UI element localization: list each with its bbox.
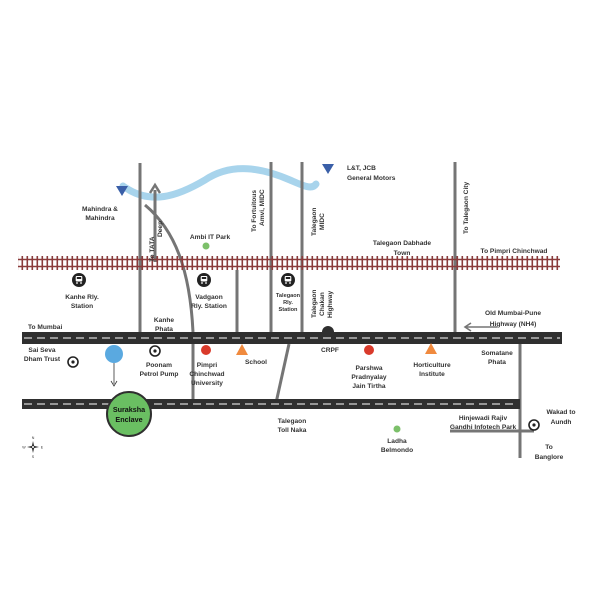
- label-talegaon-dabhade-2: Town: [394, 250, 411, 257]
- label-wakad-2: Aundh: [551, 419, 572, 426]
- label-ambi-it-park: Ambi IT Park: [190, 234, 231, 241]
- label-pimpri-univ-1: Pimpri: [197, 362, 218, 369]
- label-talegaon-station-2: Rly.: [283, 300, 293, 306]
- label-hinjewadi-2: Gandhi Infotech Park: [450, 424, 517, 431]
- label-talegaon-midc-1: Talegaon: [311, 208, 318, 236]
- label-vadgaon-station-2: Rly. Station: [191, 303, 227, 310]
- label-toll-naka-1: Talegaon: [278, 418, 306, 425]
- label-to-banglore-1: To: [545, 444, 553, 451]
- belmondo-dot-icon: [393, 425, 401, 433]
- it-park-dot-icon: [202, 242, 210, 250]
- label-horticulture-2: Institute: [419, 371, 445, 378]
- label-general-motors: General Motors: [347, 175, 396, 182]
- train-icon: [72, 273, 86, 287]
- label-hinjewadi-1: Hinjewadi Rajiv: [459, 415, 508, 422]
- compass-icon: [27, 441, 39, 453]
- label-lt-jcb: L&T, JCB: [347, 165, 376, 172]
- compass-south: S: [32, 455, 35, 459]
- target-icon: [67, 356, 79, 368]
- arrow-down-icon: [110, 380, 118, 387]
- label-old-highway-1: Old Mumbai-Pune: [485, 310, 541, 317]
- label-vadgaon-station-1: Vadgaon: [195, 294, 222, 301]
- label-poonam-1: Poonam: [146, 362, 172, 369]
- label-parshwa-1: Parshwa: [355, 365, 382, 372]
- train-icon: [281, 273, 295, 287]
- label-school: School: [245, 359, 267, 366]
- label-to-banglore-2: Banglore: [535, 454, 564, 461]
- label-to-tata-2: Deep: [157, 221, 164, 237]
- label-crpf: CRPF: [321, 347, 339, 354]
- target-icon: [528, 419, 540, 431]
- label-mahindra-1: Mahindra &: [82, 206, 118, 213]
- university-dot-icon: [201, 345, 211, 355]
- label-to-fortuitous-2: Amvi, MIDC: [259, 189, 266, 226]
- label-to-mumbai: To Mumbai: [28, 324, 62, 331]
- label-talegaon-station-1: Talegaon: [276, 293, 301, 299]
- railway-ties: [18, 256, 560, 270]
- label-suraksha-1: Suraksha: [113, 405, 146, 414]
- target-icon: [149, 345, 161, 357]
- compass-north: N: [32, 436, 35, 440]
- up-triangle-icon: [425, 343, 437, 354]
- label-wakad-1: Wakad to: [546, 409, 575, 416]
- label-ladha-1: Ladha: [387, 438, 407, 445]
- label-ladha-2: Belmondo: [381, 447, 413, 454]
- label-somatane-2: Phata: [488, 359, 506, 366]
- label-poonam-2: Petrol Pump: [140, 371, 179, 378]
- label-to-talegaon-city: To Talegaon City: [463, 182, 470, 234]
- label-kanhe-phata-2: Phata: [155, 326, 173, 333]
- down-triangle-icon: [116, 186, 128, 196]
- road-toll-naka: [274, 343, 291, 404]
- label-somatane-1: Somatane: [481, 350, 513, 357]
- compass-west: W: [22, 446, 26, 450]
- label-parshwa-2: Pradnyalay: [351, 374, 387, 381]
- up-triangle-icon: [236, 344, 248, 355]
- label-kanhe-station-1: Kanhe Rly.: [65, 294, 99, 301]
- label-chakan-1: Talegaon: [311, 290, 318, 318]
- location-pin-icon: [105, 345, 123, 363]
- label-toll-naka-2: Toll Naka: [278, 427, 307, 434]
- label-talegaon-dabhade-1: Talegaon Dabhade: [373, 240, 431, 247]
- label-chakan-3: Highway: [327, 291, 334, 318]
- suraksha-enclave-marker: [106, 391, 152, 437]
- label-to-tata-1: To TATA: [149, 236, 156, 262]
- label-old-highway-2: Highway (NH4): [490, 321, 537, 328]
- label-sai-seva-2: Dham Trust: [24, 356, 61, 363]
- label-kanhe-station-2: Station: [71, 303, 93, 310]
- label-sai-seva-1: Sai Seva: [28, 347, 55, 354]
- label-talegaon-station-3: Station: [279, 307, 299, 313]
- river: [119, 165, 320, 201]
- compass-east: E: [41, 446, 44, 450]
- label-parshwa-3: Jain Tirtha: [352, 383, 386, 390]
- label-chakan-2: Chakan: [319, 292, 326, 316]
- jain-tirtha-dot-icon: [364, 345, 374, 355]
- down-triangle-icon: [322, 164, 334, 174]
- arrow-left-icon: [463, 322, 497, 332]
- crpf-marker-icon: [322, 326, 334, 332]
- train-icon: [197, 273, 211, 287]
- label-horticulture-1: Horticulture: [413, 362, 451, 369]
- label-suraksha-2: Enclave: [115, 415, 142, 424]
- label-pimpri-univ-2: Chinchwad: [189, 371, 224, 378]
- label-to-pimpri: To Pimpri Chinchwad: [481, 248, 548, 255]
- label-pimpri-univ-3: University: [191, 380, 223, 387]
- label-kanhe-phata-1: Kanhe: [154, 317, 174, 324]
- label-mahindra-2: Mahindra: [85, 215, 115, 222]
- label-talegaon-midc-2: MIDC: [319, 213, 326, 230]
- label-to-fortuitous-1: To Fortuitous: [251, 190, 258, 232]
- arrow-up-icon: [148, 182, 162, 194]
